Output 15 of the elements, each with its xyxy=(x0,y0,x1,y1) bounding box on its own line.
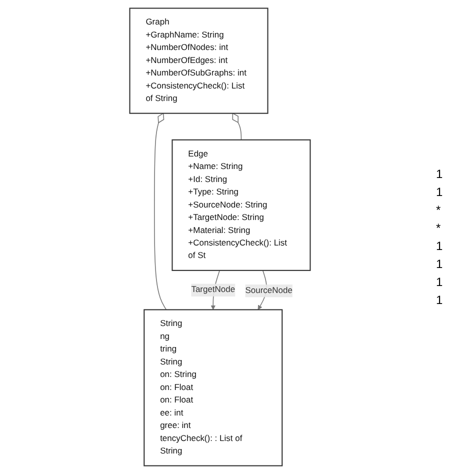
node-box: String ng tring String on: String on: Float on: Float ee: int gree: int tencyCheck(): : List of String xyxy=(144,309,283,466)
multiplicity-label: 1 xyxy=(436,257,444,271)
node-box: Edge +Name: String +Id: String +Type: String +SourceNode: String +TargetNode: String +Material: String +ConsistencyCheck(): List of St xyxy=(172,139,311,271)
edge-label: SourceNode xyxy=(245,286,292,296)
multiplicity-label: 1 xyxy=(436,239,444,253)
edge-label: TargetNode xyxy=(191,285,236,294)
connector xyxy=(232,112,242,140)
multiplicity-label: 1 xyxy=(436,185,444,199)
multiplicity-label: 1 xyxy=(436,293,444,307)
connector xyxy=(154,112,167,310)
multiplicity-label: 1 xyxy=(436,275,444,289)
node-box: Graph +GraphName: String +NumberOfNodes: int +NumberOfEdges: int +NumberOfSubGraphs: int +ConsistencyCheck(): List of String xyxy=(129,8,268,114)
multiplicity-label: 1 xyxy=(436,167,444,181)
multiplicity-label: * xyxy=(436,221,442,235)
multiplicity-label: * xyxy=(436,203,442,217)
